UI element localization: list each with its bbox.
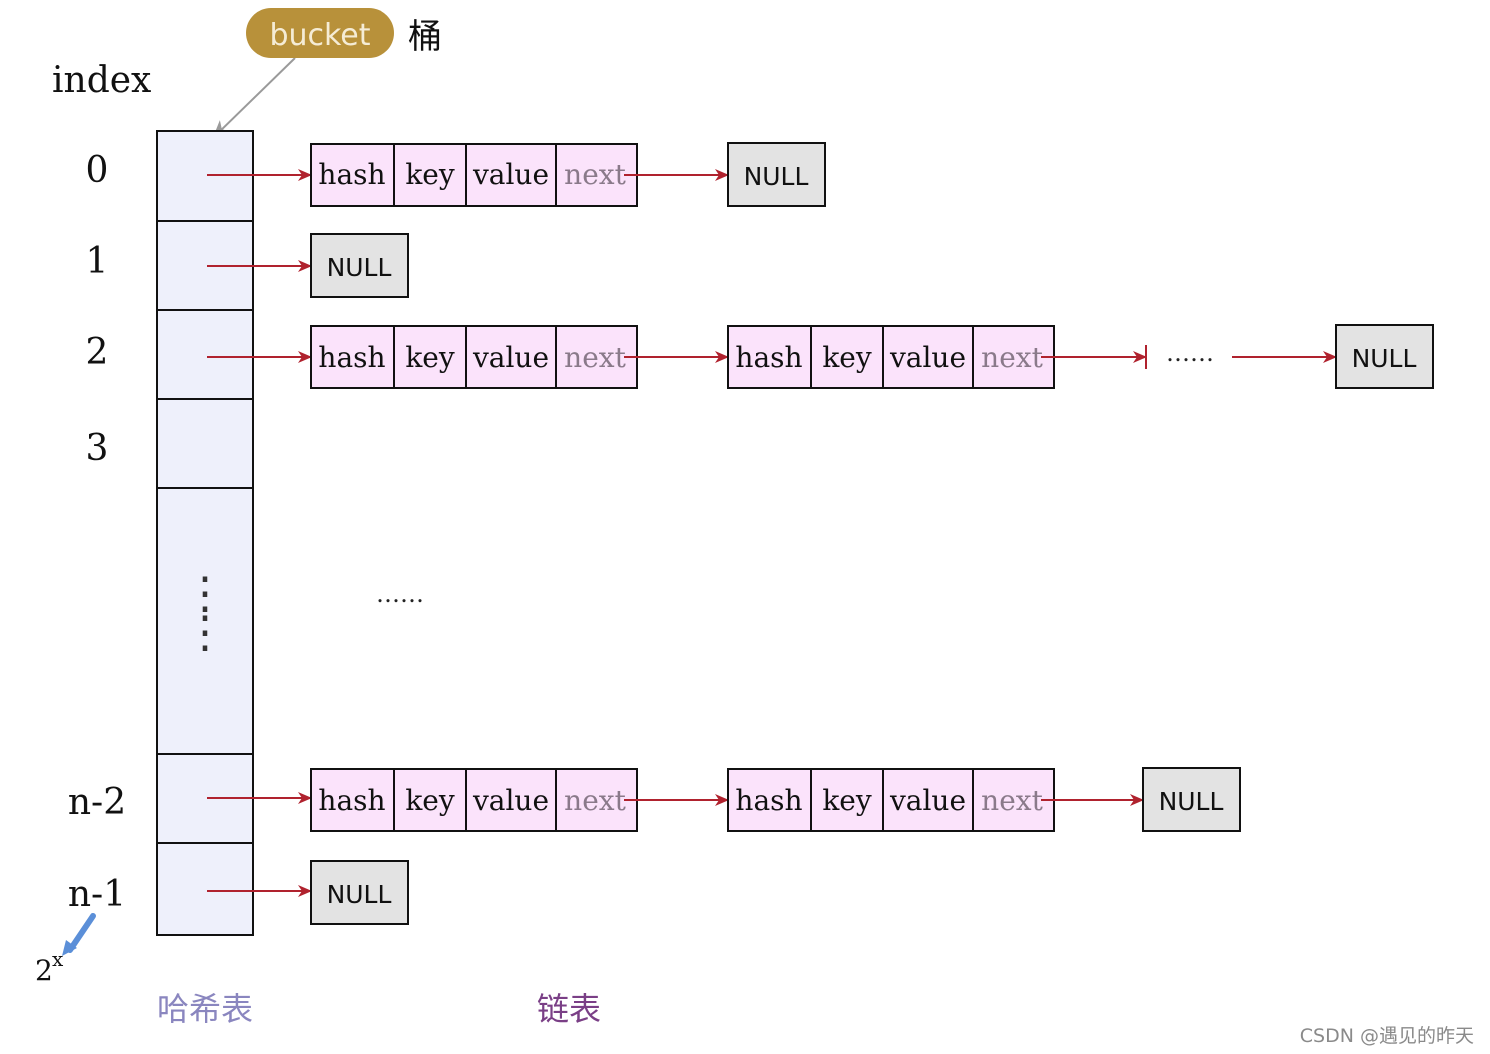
linked-list-node: hash key value next <box>727 768 1055 832</box>
index-labels: 0 1 2 3 n-2 n-1 <box>68 150 126 915</box>
node-value-label: value <box>889 341 966 374</box>
node-value-label: value <box>472 158 549 191</box>
capacity-note-arrowhead <box>62 940 77 956</box>
node-key-label: key <box>822 784 872 817</box>
callout-pointer-line <box>212 57 296 139</box>
node-key-cell <box>393 143 467 207</box>
watermark: CSDN @遇见的昨天 <box>1300 1025 1474 1047</box>
bucket-cell-ellipsis <box>156 487 254 755</box>
bucket-array <box>156 130 254 936</box>
node-hash-cell <box>310 325 395 389</box>
node-next-cell <box>555 143 638 207</box>
node-key-label: key <box>405 158 455 191</box>
null-label: NULL <box>327 880 392 909</box>
index-label: 3 <box>86 428 109 469</box>
index-label: 2 <box>86 332 109 373</box>
bucket-callout-label: bucket <box>269 18 370 53</box>
null-node: NULL <box>1335 324 1434 389</box>
node-value-cell <box>882 768 974 832</box>
null-node: NULL <box>310 860 409 925</box>
bucket-callout-cn-label: 桶 <box>408 17 442 57</box>
node-hash-label: hash <box>735 784 802 817</box>
chain-row-1: NULL <box>207 233 409 298</box>
hash-table-caption: 哈希表 <box>157 990 253 1028</box>
node-value-label: value <box>472 784 549 817</box>
node-value-label: value <box>889 784 966 817</box>
node-next-label: next <box>564 341 626 374</box>
node-key-label: key <box>822 341 872 374</box>
node-key-label: key <box>405 341 455 374</box>
linked-list-caption: 链表 <box>537 990 601 1028</box>
capacity-note: 2 x <box>35 913 96 987</box>
chain-row-2: hash key value next hash key value next … <box>207 324 1434 389</box>
node-next-label: next <box>564 784 626 817</box>
null-node: NULL <box>1142 767 1241 832</box>
null-box <box>1142 767 1241 832</box>
null-box <box>1335 324 1434 389</box>
bucket-vertical-ellipsis: ⋮ ⋮ <box>183 568 227 658</box>
null-node: NULL <box>310 233 409 298</box>
chain-row-0: hash key value next NULL <box>207 142 826 207</box>
null-node: NULL <box>727 142 826 207</box>
null-label: NULL <box>1352 344 1417 373</box>
node-hash-cell <box>310 143 395 207</box>
index-header: index <box>52 60 151 101</box>
node-next-cell <box>972 325 1055 389</box>
bucket-cell <box>156 309 254 400</box>
capacity-note-arrow <box>67 913 96 953</box>
node-next-cell <box>555 768 638 832</box>
node-next-label: next <box>564 158 626 191</box>
null-label: NULL <box>744 162 809 191</box>
node-hash-label: hash <box>318 158 385 191</box>
node-value-label: value <box>472 341 549 374</box>
bucket-cell <box>156 842 254 936</box>
null-box <box>310 860 409 925</box>
linked-list-node: hash key value next <box>310 325 638 389</box>
node-hash-cell <box>310 768 395 832</box>
index-label: 1 <box>86 241 109 282</box>
node-key-label: key <box>405 784 455 817</box>
linked-list-node: hash key value next <box>727 325 1055 389</box>
chain-ellipsis: …… <box>1166 339 1214 367</box>
bucket-callout: bucket 桶 <box>212 8 442 139</box>
index-label: n-2 <box>68 782 126 823</box>
index-label: 0 <box>86 150 109 191</box>
index-label: n-1 <box>68 874 126 915</box>
node-hash-cell <box>727 768 812 832</box>
null-box <box>310 233 409 298</box>
capacity-exponent: x <box>52 947 64 971</box>
node-hash-label: hash <box>735 341 802 374</box>
node-hash-label: hash <box>318 784 385 817</box>
node-key-cell <box>393 768 467 832</box>
bucket-callout-bubble <box>246 8 394 58</box>
null-label: NULL <box>1159 787 1224 816</box>
node-next-label: next <box>981 784 1043 817</box>
node-value-cell <box>882 325 974 389</box>
node-key-cell <box>393 325 467 389</box>
node-key-cell <box>810 325 884 389</box>
bucket-ellipsis-bottom: ⋮ <box>183 607 227 658</box>
node-hash-label: hash <box>318 341 385 374</box>
node-key-cell <box>810 768 884 832</box>
capacity-base: 2 <box>35 954 53 987</box>
node-next-cell <box>972 768 1055 832</box>
bucket-cell <box>156 398 254 489</box>
linked-list-node: hash key value next <box>310 143 638 207</box>
bucket-ellipsis-top: ⋮ <box>183 568 227 619</box>
chain-row-n-1: NULL <box>207 860 409 925</box>
linked-list-node: hash key value next <box>310 768 638 832</box>
node-value-cell <box>465 768 557 832</box>
null-box <box>727 142 826 207</box>
null-label: NULL <box>327 253 392 282</box>
node-value-cell <box>465 143 557 207</box>
node-next-label: next <box>981 341 1043 374</box>
chain-row-n-2: hash key value next hash key value next … <box>207 767 1241 832</box>
rows-ellipsis: …… <box>376 580 424 608</box>
